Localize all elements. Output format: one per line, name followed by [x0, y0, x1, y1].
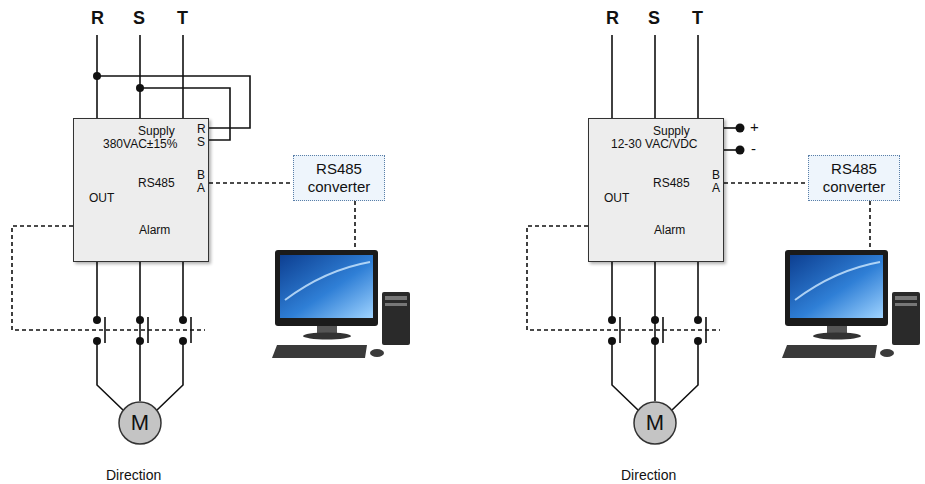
- terminal-label: A: [712, 181, 720, 195]
- mouse: [880, 349, 894, 357]
- rs485-cable: [869, 201, 871, 250]
- output-wire: [182, 262, 184, 320]
- controller-box: Supply12-30 VAC/VDC BA RS485OUT Alarm: [588, 118, 724, 262]
- terminal-label: Supply: [138, 124, 175, 138]
- motor-wire: [612, 341, 638, 410]
- phase-wire: [611, 35, 613, 118]
- output-wire: [611, 262, 613, 320]
- motor-wire: [654, 262, 656, 401]
- mouse: [370, 349, 384, 357]
- drive-bay: [385, 303, 407, 306]
- monitor-base: [813, 333, 861, 340]
- output-wire: [96, 262, 98, 320]
- phase-label: S: [133, 8, 145, 29]
- terminal-label: OUT: [604, 191, 629, 205]
- monitor-screen: [790, 255, 883, 318]
- motor-circle: M: [633, 401, 677, 445]
- converter-label: RS485 converter: [813, 160, 895, 196]
- polarity-label: -: [751, 140, 756, 157]
- monitor-frame: [275, 250, 378, 326]
- monitor-base: [303, 333, 351, 340]
- terminal-label: A: [197, 181, 205, 195]
- contact-dot: [608, 316, 616, 324]
- monitor-screen: [280, 255, 373, 318]
- caption-label: Direction: [106, 467, 161, 483]
- motor-wire: [157, 341, 183, 410]
- terminal-label: Supply: [653, 124, 690, 138]
- converter-label: RS485 converter: [298, 160, 380, 196]
- supply-terminal: [736, 146, 745, 155]
- computer-tower: [382, 292, 410, 345]
- terminal-label: RS485: [138, 176, 175, 190]
- converter-box: RS485 converter: [808, 155, 900, 201]
- rs485-link: [724, 182, 808, 184]
- motor-outline: [119, 402, 161, 444]
- drive-bay: [895, 303, 917, 306]
- drive-bay: [385, 296, 407, 300]
- controller-box: Supply380VAC±15% RS BA RS485OUT Alarm: [73, 118, 209, 262]
- phase-label: R: [91, 8, 104, 29]
- terminal-label: 12-30 VAC/VDC: [611, 137, 697, 151]
- phase-label: T: [692, 8, 703, 29]
- screen-swoosh: [795, 262, 880, 300]
- terminal-label: Alarm: [139, 223, 170, 237]
- output-wire: [697, 262, 699, 320]
- terminal-label: S: [197, 135, 205, 149]
- terminal-label: B: [712, 168, 720, 182]
- terminal-label: B: [197, 168, 205, 182]
- phase-wire: [654, 35, 656, 118]
- phase-label: T: [177, 8, 188, 29]
- computer-tower: [892, 292, 920, 345]
- terminal-label: 380VAC±15%: [103, 137, 177, 151]
- keyboard: [272, 345, 367, 358]
- caption-label: Direction: [621, 467, 676, 483]
- supply-terminal: [736, 124, 745, 133]
- junction-dot: [93, 72, 101, 80]
- junction-dot: [136, 84, 144, 92]
- keyboard: [782, 345, 877, 358]
- contact-dot: [93, 316, 101, 324]
- motor-wire: [97, 341, 123, 410]
- terminal-label: OUT: [89, 191, 114, 205]
- motor-label: M: [646, 410, 664, 436]
- motor-outline: [634, 402, 676, 444]
- phase-label: S: [648, 8, 660, 29]
- contactor-blade: [104, 317, 106, 343]
- polarity-label: +: [750, 118, 759, 135]
- phase-label: R: [606, 8, 619, 29]
- motor-wire: [139, 262, 141, 401]
- monitor-frame: [785, 250, 888, 326]
- motor-label: M: [131, 410, 149, 436]
- phase-wire: [697, 35, 699, 118]
- motor-wire: [672, 341, 698, 410]
- terminal-label: Alarm: [654, 223, 685, 237]
- terminal-label: RS485: [653, 176, 690, 190]
- motor-circle: M: [118, 401, 162, 445]
- screen-swoosh: [285, 262, 370, 300]
- contactor-blade: [619, 317, 621, 343]
- terminal-label: R: [197, 122, 206, 136]
- rs485-link: [209, 182, 293, 184]
- contact-dot: [179, 316, 187, 324]
- rs485-cable: [354, 201, 356, 250]
- converter-box: RS485 converter: [293, 155, 385, 201]
- drive-bay: [895, 296, 917, 300]
- contact-dot: [694, 316, 702, 324]
